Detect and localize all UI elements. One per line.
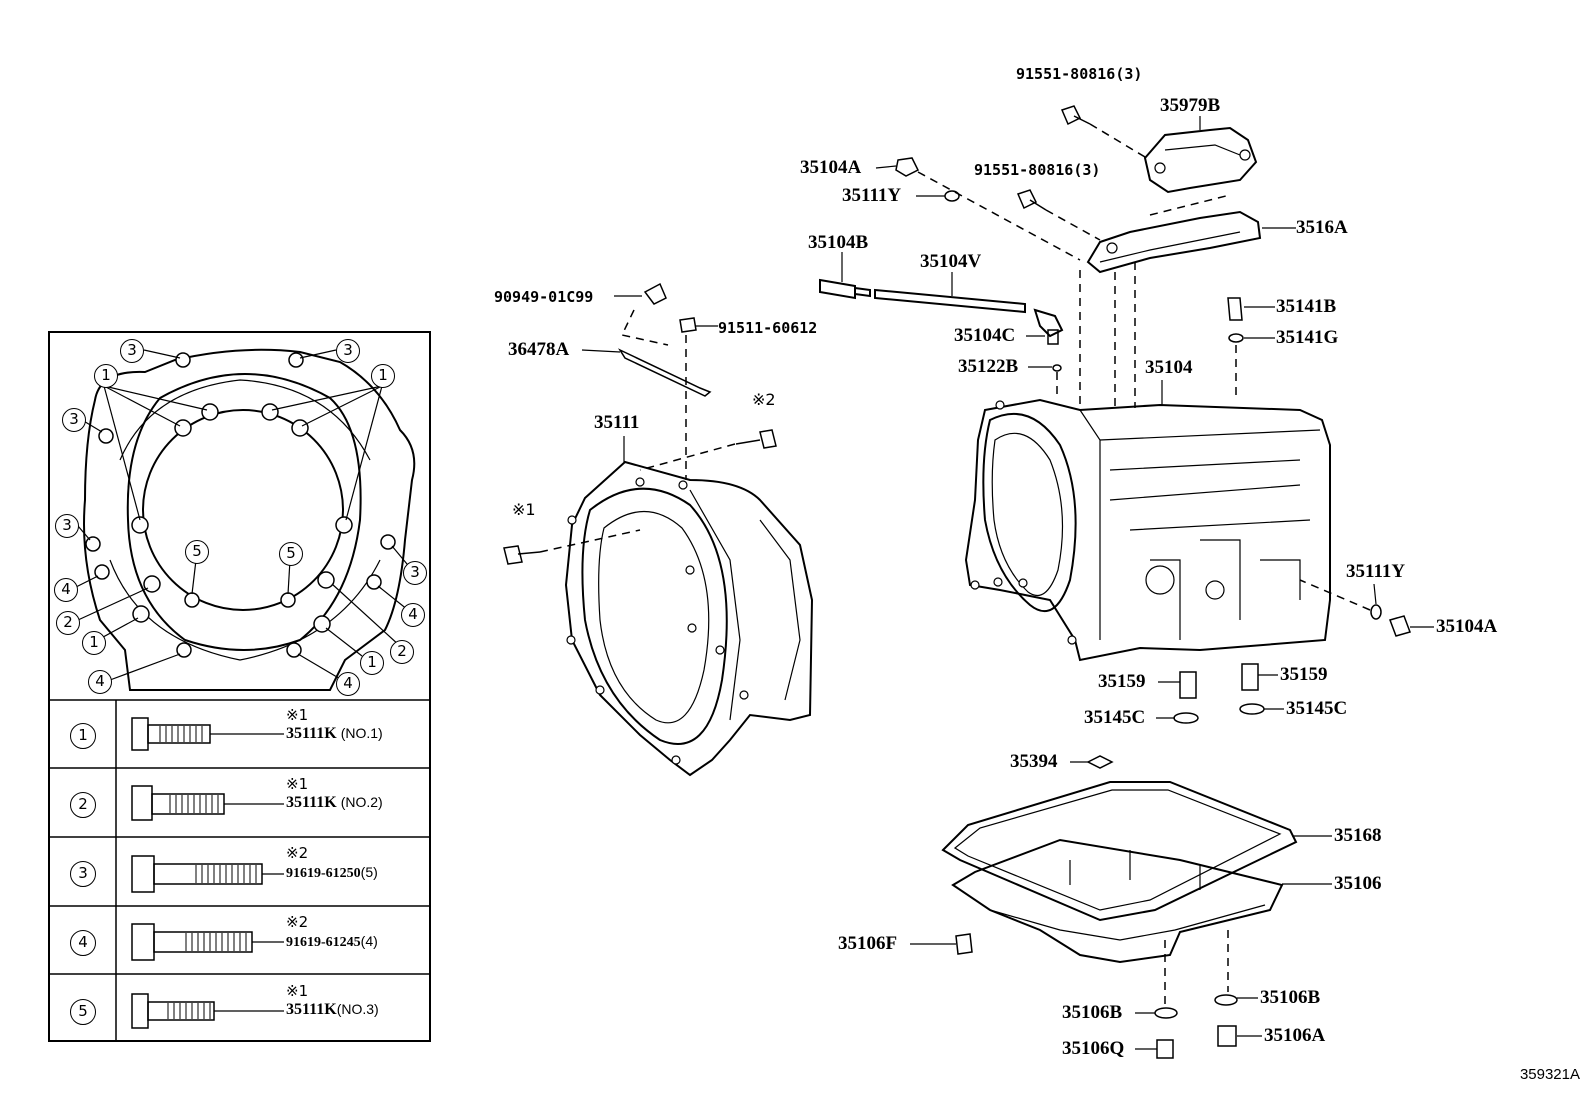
bolt-row-3-mark: ※2 (286, 844, 309, 862)
label-35159-left: 35159 (1098, 671, 1146, 692)
label-35111: 35111 (594, 412, 640, 433)
label-mark-2: ※2 (752, 390, 776, 409)
label-35141b: 35141B (1276, 296, 1337, 317)
label-35145c-left: 35145C (1084, 707, 1146, 728)
bolt-row-3-part: 91619-61250(5) (286, 864, 378, 881)
callout-1: 1 (371, 364, 395, 388)
bolt-row-3-number: 3 (70, 861, 96, 887)
bracket-3516a (1086, 210, 1262, 274)
bolt-row-1-number: 1 (70, 723, 96, 749)
bolt-row-2-part: 35111K (NO.2) (286, 794, 383, 811)
callout-1: 1 (360, 651, 384, 675)
label-36478a: 36478A (508, 339, 570, 360)
label-91551-80816-a: 91551-80816(3) (1016, 65, 1143, 83)
label-35394: 35394 (1010, 751, 1058, 772)
callout-3: 3 (403, 561, 427, 585)
bolt-icons (131, 717, 284, 1029)
label-35979b: 35979B (1160, 95, 1221, 116)
bracket-35979b (1143, 126, 1258, 194)
bell-housing-35111 (564, 460, 814, 777)
label-35106: 35106 (1334, 873, 1382, 894)
label-90949-01c99: 90949-01C99 (494, 288, 594, 306)
bolt-row-4-number: 4 (70, 930, 96, 956)
label-mark-1: ※1 (512, 500, 536, 519)
bolt-row-1-mark: ※1 (286, 706, 309, 724)
callout-1: 1 (82, 631, 106, 655)
label-35145c-right: 35145C (1286, 698, 1348, 719)
oil-pan-assembly (941, 781, 1298, 964)
label-35104: 35104 (1145, 357, 1193, 378)
callout-2: 2 (390, 640, 414, 664)
diagram-id: 359321A (1519, 1066, 1580, 1083)
bolt-table-grid (48, 699, 431, 1042)
assembly-lines (539, 123, 1371, 1005)
bolt-row-4-part: 91619-61245(4) (286, 933, 378, 950)
bolt-row-2-mark: ※1 (286, 775, 309, 793)
callout-4: 4 (401, 603, 425, 627)
bolt-row-4-mark: ※2 (286, 913, 309, 931)
bolt-row-5-number: 5 (70, 999, 96, 1025)
small-hardware (503, 105, 1411, 1059)
callout-1: 1 (94, 364, 118, 388)
label-3516a: 3516A (1296, 217, 1348, 238)
label-35141g: 35141G (1276, 327, 1339, 348)
label-35122b: 35122B (958, 356, 1019, 377)
callout-4: 4 (54, 578, 78, 602)
label-91551-80816-b: 91551-80816(3) (974, 161, 1101, 179)
callout-4: 4 (336, 672, 360, 696)
label-35111y-top: 35111Y (842, 185, 902, 206)
callout-5: 5 (279, 542, 303, 566)
callout-5: 5 (185, 540, 209, 564)
label-35106q: 35106Q (1062, 1038, 1125, 1059)
label-35104v: 35104V (920, 251, 982, 272)
callout-3: 3 (62, 408, 86, 432)
shaft-35104v (819, 278, 1064, 345)
leader-lines (581, 116, 1434, 1050)
label-35106b-right: 35106B (1260, 987, 1321, 1008)
label-35104a-top: 35104A (800, 157, 862, 178)
bolt-legend-box: 3 3 1 1 3 3 5 5 3 4 4 2 1 2 1 4 4 1 ※1 3… (48, 331, 431, 1042)
callout-3: 3 (120, 339, 144, 363)
label-35104a-side: 35104A (1436, 616, 1498, 637)
callout-3: 3 (55, 514, 79, 538)
bolt-row-5-mark: ※1 (286, 982, 309, 1000)
label-35104c: 35104C (954, 325, 1016, 346)
callout-3: 3 (336, 339, 360, 363)
bolt-row-5-part: 35111K(NO.3) (286, 1001, 379, 1018)
callout-4: 4 (88, 670, 112, 694)
transmission-case-35104 (964, 398, 1331, 662)
label-35111y-side: 35111Y (1346, 561, 1406, 582)
bolt-row-2-number: 2 (70, 792, 96, 818)
callout-2: 2 (56, 611, 80, 635)
label-91511-60612: 91511-60612 (718, 319, 818, 337)
label-35104b: 35104B (808, 232, 869, 253)
label-35168: 35168 (1334, 825, 1382, 846)
label-35159-right: 35159 (1280, 664, 1328, 685)
label-35106f: 35106F (838, 933, 898, 954)
label-35106a: 35106A (1264, 1025, 1326, 1046)
bolt-row-1-part: 35111K (NO.1) (286, 725, 383, 742)
label-35106b-left: 35106B (1062, 1002, 1123, 1023)
